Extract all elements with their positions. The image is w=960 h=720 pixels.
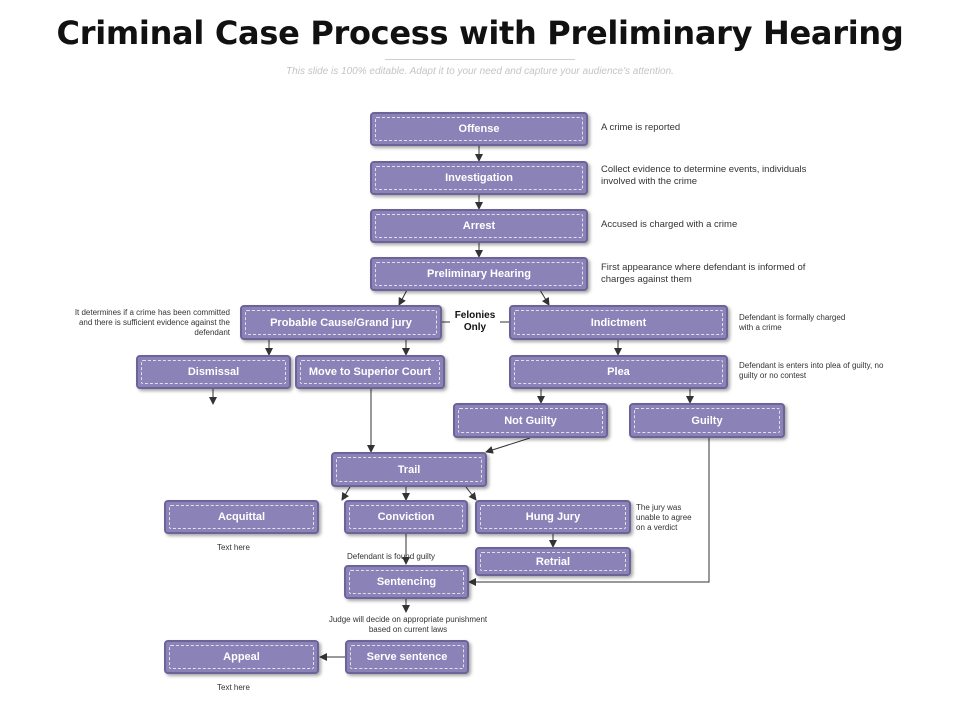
- note-plea: Defendant is enters into plea of guilty,…: [739, 361, 884, 380]
- node-acquittal: Acquittal: [164, 500, 319, 534]
- node-hung-jury-label: Hung Jury: [525, 511, 581, 523]
- node-trail-label: Trail: [397, 463, 421, 476]
- node-acquittal-label: Acquittal: [217, 511, 266, 523]
- node-hung-jury: Hung Jury: [475, 500, 631, 534]
- node-probable-cause: Probable Cause/Grand jury: [240, 305, 442, 340]
- note-investigation: Collect evidence to determine events, in…: [601, 164, 807, 187]
- note-hung-jury: The jury was unable to agree on a verdic…: [636, 503, 692, 532]
- node-sentencing: Sentencing: [344, 565, 469, 599]
- node-appeal: Appeal: [164, 640, 319, 674]
- node-guilty-label: Guilty: [691, 414, 723, 427]
- node-serve-sentence: Serve sentence: [345, 640, 469, 674]
- note-preliminary-hearing: First appearance where defendant is info…: [601, 262, 806, 285]
- node-indictment: Indictment: [509, 305, 728, 340]
- node-offense-label: Offense: [458, 123, 500, 135]
- note-offense: A crime is reported: [601, 122, 681, 133]
- node-conviction: Conviction: [344, 500, 468, 534]
- node-investigation-label: Investigation: [445, 172, 513, 184]
- node-not-guilty: Not Guilty: [453, 403, 608, 438]
- note-probable-cause: It determines if a crime has been commit…: [74, 308, 230, 337]
- note-conviction: Defendant is found guilty: [347, 552, 436, 561]
- node-serve-sentence-label: Serve sentence: [366, 651, 448, 663]
- node-plea-label: Plea: [607, 366, 630, 378]
- note-sentencing: Judge will decide on appropriate punishm…: [328, 615, 488, 634]
- node-trail: Trail: [331, 452, 487, 487]
- note-appeal: Text here: [217, 683, 250, 692]
- arrow-guilty-sentencing: [468, 438, 710, 586]
- node-arrest: Arrest: [370, 209, 588, 243]
- node-indictment-label: Indictment: [590, 316, 647, 329]
- node-move-superior-label: Move to Superior Court: [308, 366, 432, 378]
- node-arrest-label: Arrest: [462, 220, 496, 232]
- node-preliminary-hearing-label: Preliminary Hearing: [427, 268, 531, 280]
- arrow-hearing-indictment: [539, 289, 550, 306]
- node-appeal-label: Appeal: [223, 651, 260, 663]
- node-retrial: Retrial: [475, 547, 631, 576]
- node-sentencing-label: Sentencing: [376, 576, 437, 588]
- note-felonies-only: Felonies Only: [454, 310, 496, 333]
- arrow-notguilty-trail: [485, 437, 531, 454]
- page-subtitle: This slide is 100% editable. Adapt it to…: [286, 66, 674, 77]
- node-move-superior: Move to Superior Court: [295, 355, 445, 389]
- node-guilty: Guilty: [629, 403, 785, 438]
- node-investigation: Investigation: [370, 161, 588, 195]
- node-retrial-label: Retrial: [535, 555, 571, 568]
- title-divider: [385, 59, 575, 60]
- note-indictment: Defendant is formally charged with a cri…: [739, 313, 846, 332]
- arrow-trail-hungjury: [465, 486, 477, 501]
- arrow-trail-acquittal: [341, 486, 351, 501]
- node-plea: Plea: [509, 355, 728, 389]
- node-not-guilty-label: Not Guilty: [504, 414, 557, 427]
- node-preliminary-hearing: Preliminary Hearing: [370, 257, 588, 291]
- note-acquittal: Text here: [217, 543, 250, 552]
- page-title: Criminal Case Process with Preliminary H…: [56, 14, 904, 52]
- node-dismissal-label: Dismissal: [187, 366, 240, 378]
- node-dismissal: Dismissal: [136, 355, 291, 389]
- note-arrest: Accused is charged with a crime: [601, 219, 738, 230]
- arrow-hearing-probable: [398, 289, 408, 306]
- node-offense: Offense: [370, 112, 588, 146]
- node-conviction-label: Conviction: [377, 511, 435, 523]
- node-probable-cause-label: Probable Cause/Grand jury: [270, 316, 412, 329]
